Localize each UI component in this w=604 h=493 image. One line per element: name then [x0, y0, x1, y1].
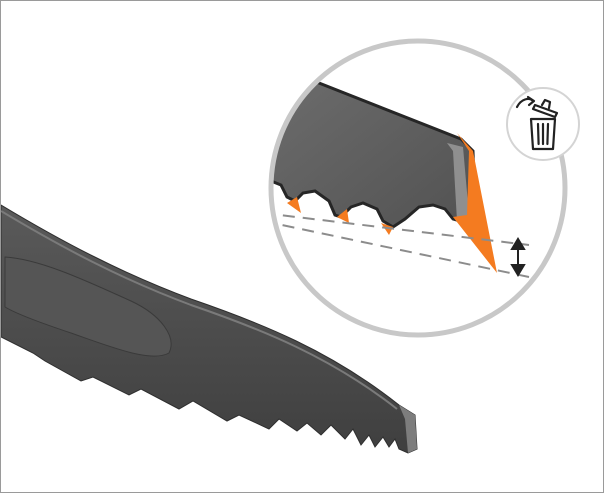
serrated-blade — [1, 204, 418, 454]
wear-marker — [287, 133, 497, 273]
trash-badge — [506, 87, 580, 161]
original-edge-line — [272, 212, 530, 246]
measurement-arrow-icon — [510, 237, 526, 277]
worn-edge-line — [272, 220, 530, 278]
magnifier-callout — [268, 38, 568, 338]
trash-icon — [515, 95, 559, 151]
